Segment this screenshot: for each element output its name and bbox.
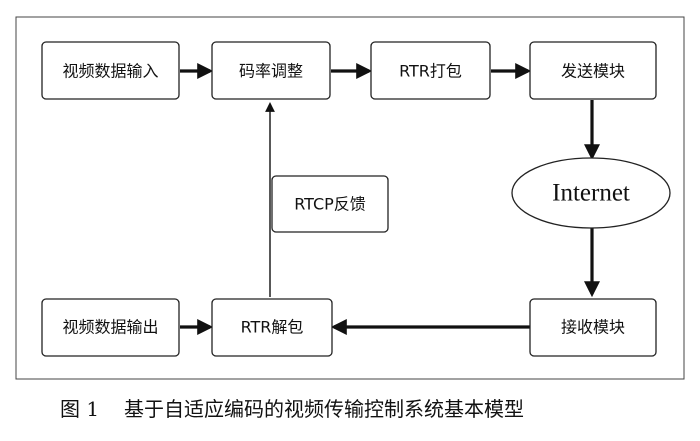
rtr-pack-label: RTR打包 [399,62,462,81]
rtcp-feedback-label: RTCP反馈 [294,195,366,214]
video-output-label: 视频数据输出 [62,318,158,337]
video-input-box [41,41,180,100]
send-module-box [529,41,657,100]
rtr-pack-box [370,41,491,100]
rate-adjust-label: 码率调整 [239,62,303,81]
video-input-label: 视频数据输入 [62,62,158,81]
receive-module-label: 接收模块 [561,318,625,337]
rtcp-feedback-box [271,175,389,233]
send-module-label: 发送模块 [561,62,625,81]
video-output-box [41,298,180,357]
rate-adjust-box [211,41,331,100]
internet-label: Internet [552,180,630,207]
figure-number: 图 1 [60,397,99,421]
diagram-frame [15,16,685,380]
rtr-unpack-box [211,298,333,357]
rtr-unpack-label: RTR解包 [241,318,304,337]
receive-module-box [529,298,657,357]
figure-caption: 基于自适应编码的视频传输控制系统基本模型 [124,397,524,421]
internet-ellipse [511,157,671,229]
